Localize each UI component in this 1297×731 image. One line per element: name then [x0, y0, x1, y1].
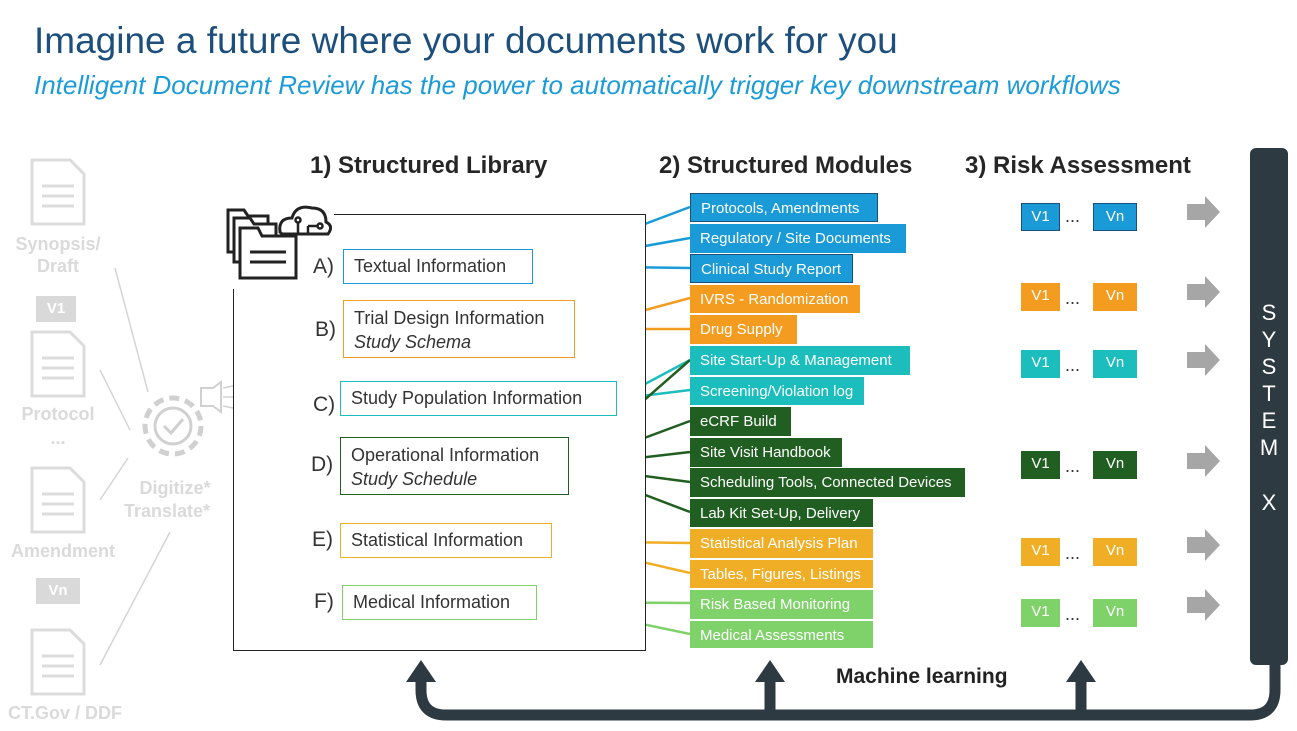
section-risk-heading: 3) Risk Assessment [965, 152, 1191, 179]
item-letter-f: F) [314, 590, 334, 613]
system-x-bar [1250, 148, 1288, 665]
risk-v1-badge: V1 [1021, 599, 1060, 627]
system-letter: M [1259, 435, 1279, 460]
module-protocols: Protocols, Amendments [690, 193, 878, 222]
system-letter: S [1261, 300, 1277, 325]
risk-v1-badge: V1 [1021, 538, 1060, 566]
section-modules-heading: 2) Structured Modules [659, 152, 913, 179]
module-screening: Screening/Violation log [690, 377, 864, 405]
module-sap: Statistical Analysis Plan [690, 529, 873, 558]
module-site-visit: Site Visit Handbook [690, 438, 842, 467]
amendment-label: Amendment [10, 541, 115, 561]
library-item-label: Study Population Information [351, 388, 583, 408]
document-icon [30, 466, 86, 539]
digitize-label: Digitize* [139, 478, 211, 498]
risk-v1-badge: V1 [1021, 350, 1060, 378]
risk-vn-badge: Vn [1093, 283, 1137, 311]
library-item-label: Medical Information [353, 592, 511, 612]
library-item-sublabel: Study Schema [354, 332, 472, 352]
synopsis-label: Synopsis/ [15, 234, 101, 254]
translate-label: Translate* [123, 501, 211, 521]
risk-arrows [1187, 196, 1220, 621]
ctgov-label: CT.Gov / DDF [7, 703, 122, 723]
risk-dots: ... [1065, 604, 1081, 624]
library-item-label: Trial Design Information [354, 308, 545, 328]
draft-label: Draft [36, 256, 79, 276]
section-library-heading: 1) Structured Library [310, 152, 548, 179]
module-tfl: Tables, Figures, Listings [690, 560, 873, 588]
library-item-textual: Textual Information [343, 249, 533, 284]
risk-vn-badge: Vn [1093, 538, 1137, 566]
risk-dots: ... [1065, 288, 1081, 308]
library-item-population: Study Population Information [340, 381, 617, 416]
risk-dots: ... [1065, 355, 1081, 375]
risk-dots: ... [1065, 543, 1081, 563]
system-letter: T [1262, 381, 1276, 406]
library-item-operational: Operational Information Study Schedule [340, 437, 569, 495]
risk-dots: ... [1065, 206, 1081, 226]
library-item-trial-design: Trial Design Information Study Schema [343, 300, 575, 358]
document-icon [30, 628, 86, 701]
module-csr: Clinical Study Report [690, 254, 853, 283]
risk-vn-badge: Vn [1093, 451, 1137, 479]
system-letter: E [1261, 408, 1277, 433]
risk-v1-badge: V1 [1021, 451, 1060, 479]
item-letter-d: D) [311, 453, 334, 476]
module-scheduling: Scheduling Tools, Connected Devices [690, 468, 965, 497]
library-item-label: Statistical Information [351, 530, 524, 550]
library-item-label: Textual Information [354, 256, 507, 276]
version-v1-badge: V1 [36, 296, 76, 322]
module-rbm: Risk Based Monitoring [690, 590, 873, 619]
module-ivrs: IVRS - Randomization [690, 285, 860, 313]
document-icon [30, 158, 86, 231]
protocol-label: Protocol [21, 404, 95, 424]
module-medical-assessments: Medical Assessments [690, 621, 873, 648]
item-letter-e: E) [312, 528, 333, 551]
library-item-label: Operational Information [351, 445, 540, 465]
module-site-startup: Site Start-Up & Management [690, 346, 910, 375]
item-letter-b: B) [315, 318, 336, 341]
risk-dots: ... [1065, 456, 1081, 476]
risk-v1-badge: V1 [1021, 203, 1060, 231]
protocol-dots: ... [50, 428, 66, 448]
machine-learning-label: Machine learning [836, 665, 1008, 688]
module-ecrf: eCRF Build [690, 407, 791, 436]
page-title: Imagine a future where your documents wo… [34, 20, 898, 61]
risk-vn-badge: Vn [1093, 203, 1137, 231]
system-letter: Y [1261, 327, 1277, 352]
system-letter: X [1261, 490, 1277, 515]
library-item-statistical: Statistical Information [340, 523, 552, 558]
library-item-sublabel: Study Schedule [351, 469, 478, 489]
library-item-medical: Medical Information [342, 585, 537, 620]
risk-vn-badge: Vn [1093, 350, 1137, 378]
system-letter: S [1261, 354, 1277, 379]
risk-v1-badge: V1 [1021, 283, 1060, 311]
module-lab-kit: Lab Kit Set-Up, Delivery [690, 499, 873, 527]
folder-cloud-icon [222, 196, 334, 289]
item-letter-c: C) [313, 393, 336, 416]
document-icon [30, 330, 86, 403]
module-regulatory: Regulatory / Site Documents [690, 224, 906, 253]
risk-vn-badge: Vn [1093, 599, 1137, 627]
item-letter-a: A) [313, 255, 334, 278]
version-vn-badge: Vn [36, 578, 80, 604]
module-drug-supply: Drug Supply [690, 315, 797, 344]
page-subtitle: Intelligent Document Review has the powe… [34, 70, 1121, 100]
